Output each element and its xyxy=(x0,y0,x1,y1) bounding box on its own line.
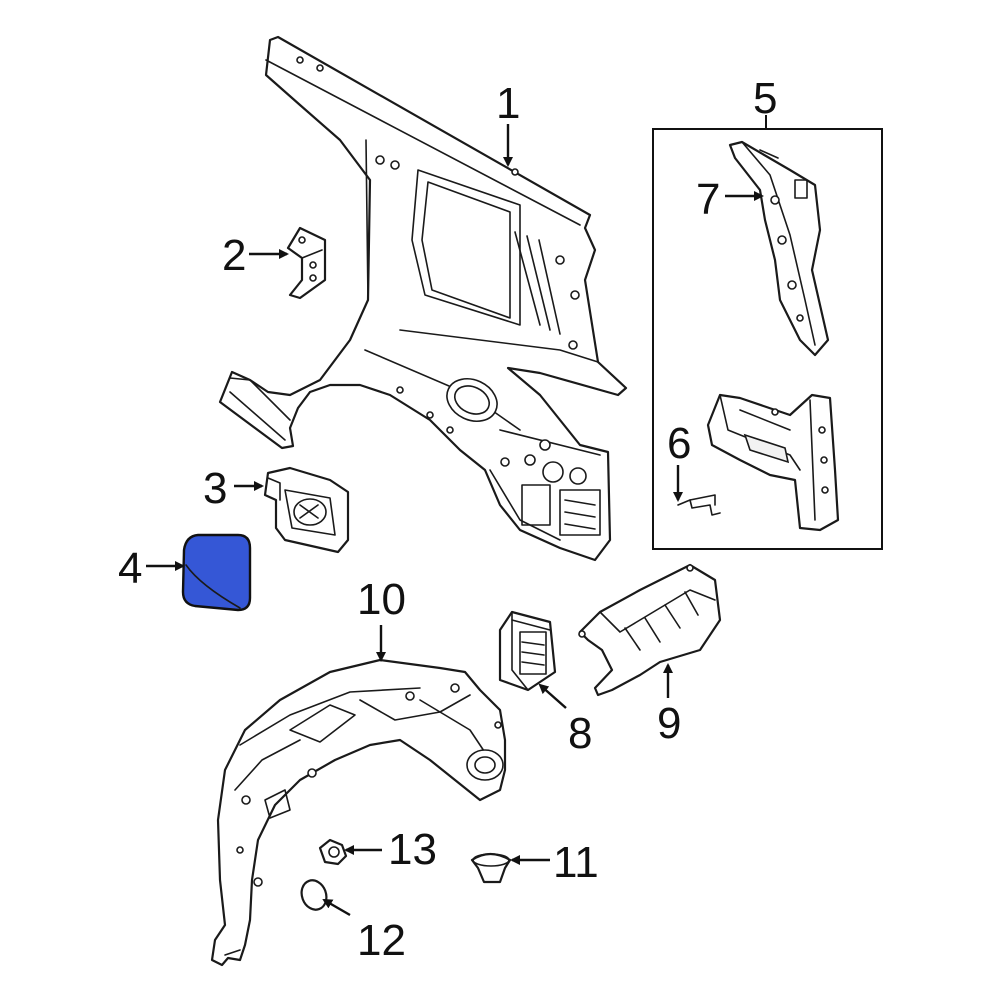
callout-9: 9 xyxy=(657,699,681,748)
callout-8: 8 xyxy=(568,709,592,758)
callout-6: 6 xyxy=(667,419,691,468)
clip-part-6[interactable] xyxy=(677,494,721,516)
callout-13: 13 xyxy=(388,825,437,874)
bracket-part[interactable] xyxy=(286,226,327,300)
quarter-panel-part[interactable] xyxy=(218,35,628,562)
assembly-box-5 xyxy=(652,115,883,550)
fuel-door-part[interactable] xyxy=(181,533,252,612)
callout-5: 5 xyxy=(753,74,777,123)
callout-10: 10 xyxy=(357,575,406,624)
lower-reinforcement-part[interactable] xyxy=(706,393,840,532)
vent-bracket-part[interactable] xyxy=(498,610,557,692)
seal-ring-part-12[interactable] xyxy=(298,877,331,913)
nut-part-13[interactable] xyxy=(318,838,348,866)
callout-7: 7 xyxy=(696,175,720,224)
callout-4: 4 xyxy=(118,544,142,593)
callout-2: 2 xyxy=(222,231,246,280)
grommet-part-11[interactable] xyxy=(470,852,512,884)
callout-11: 11 xyxy=(553,838,599,887)
callout-labels: 1 2 3 4 5 6 7 8 9 10 11 12 13 xyxy=(118,74,777,965)
upper-reinforcement-part[interactable] xyxy=(728,140,830,357)
fuel-filler-housing-part[interactable] xyxy=(263,466,350,554)
callout-12: 12 xyxy=(357,916,406,965)
heat-shield-part[interactable] xyxy=(578,563,722,697)
wheel-liner-part[interactable] xyxy=(210,658,507,967)
callout-arrows xyxy=(146,124,764,917)
callout-3: 3 xyxy=(203,464,227,513)
callout-1: 1 xyxy=(496,79,520,128)
